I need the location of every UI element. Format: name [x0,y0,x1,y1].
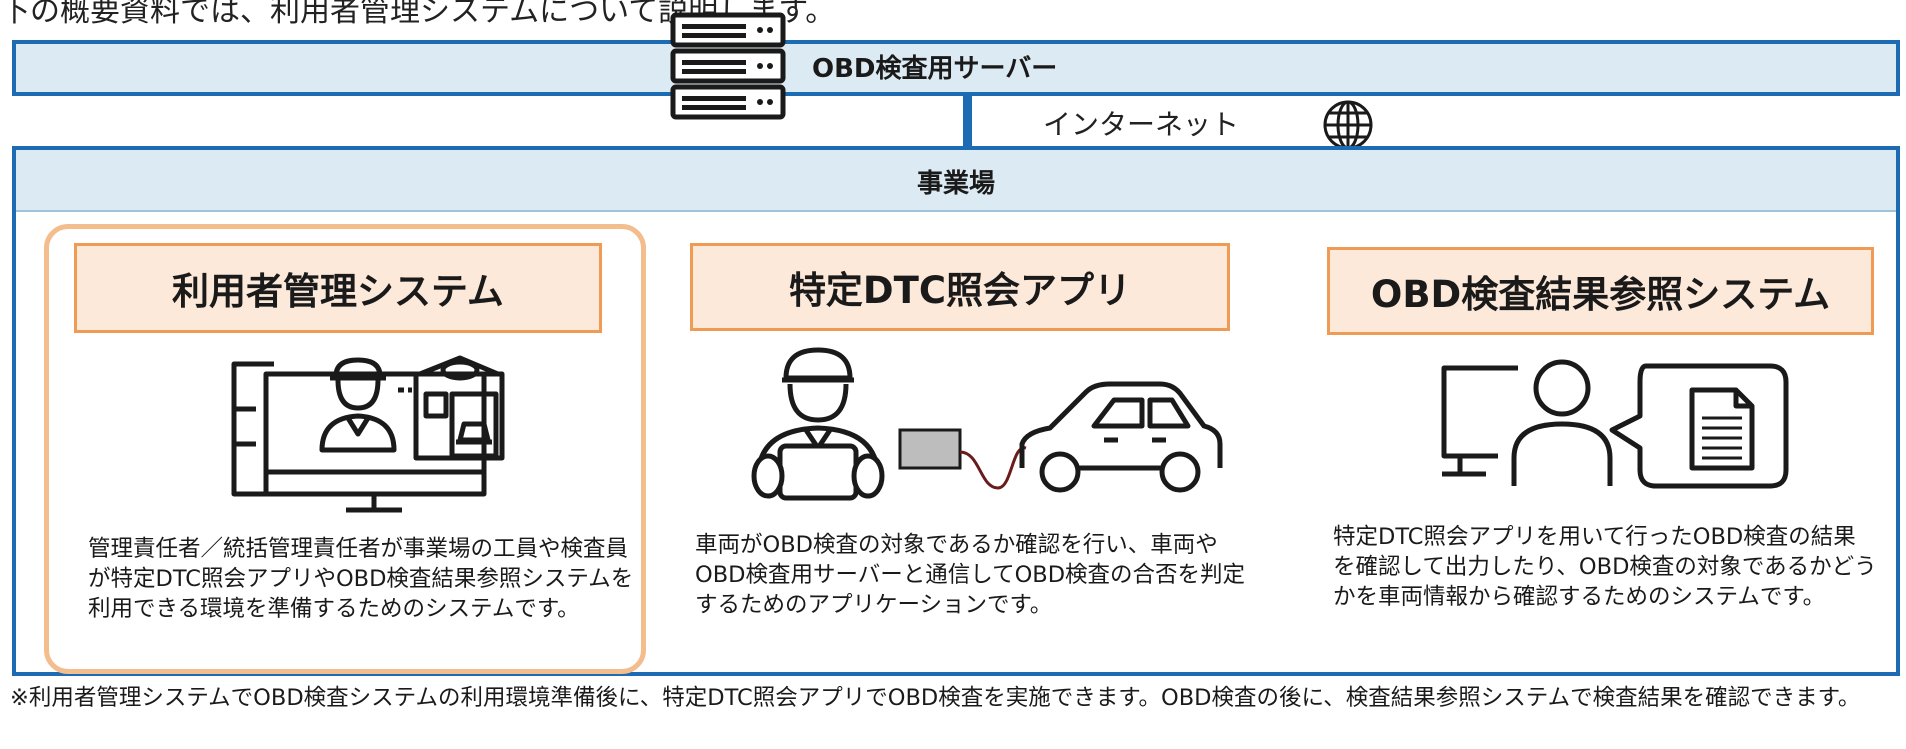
network-label: インターネット [1043,108,1240,141]
server-icon [670,12,786,120]
system-title-obd-result-reference: OBD検査結果参照システム [1327,247,1874,335]
highlight-frame [44,224,646,674]
network-connector-line [963,96,972,152]
monitor-user-document-icon [1441,359,1789,489]
site-header-band [16,150,1896,212]
computer-mechanic-garage-icon [231,355,505,513]
server-label: OBD検査用サーバー [812,54,1058,84]
system-title-dtc-query-app: 特定DTC照会アプリ [690,243,1230,331]
system-description-obd-result-reference: 特定DTC照会アプリを用いて行ったOBD検査の結果を確認して出力したり、OBD検… [1333,524,1877,610]
system-title-user-management: 利用者管理システム [74,243,602,333]
globe-icon [1323,100,1373,150]
server-band [12,40,1900,96]
site-label: 事業場 [916,169,995,199]
mechanic-tablet-car-icon [751,347,1223,501]
system-description-dtc-query-app: 車両がOBD検査の対象であるか確認を行い、車両やOBD検査用サーバーと通信してO… [695,532,1246,618]
site-container [12,146,1900,676]
system-description-user-management: 管理責任者／統括管理責任者が事業場の工員や検査員が特定DTC照会アプリやOBD検… [88,536,634,622]
footnote: ※利用者管理システムでOBD検査システムの利用環境準備後に、特定DTC照会アプリ… [10,685,1861,711]
